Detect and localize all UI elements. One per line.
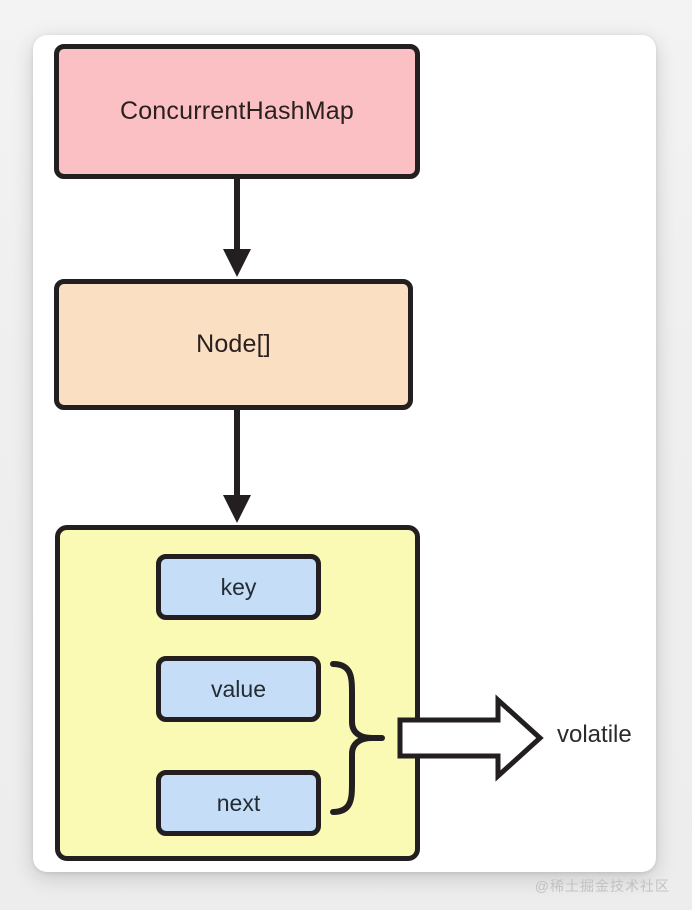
field-value: value xyxy=(156,656,321,722)
watermark: @稀土掘金技术社区 xyxy=(534,878,670,894)
field-key: key xyxy=(156,554,321,620)
node-concurrenthashmap-label: ConcurrentHashMap xyxy=(119,97,355,125)
field-next: next xyxy=(156,770,321,836)
field-key-label: key xyxy=(220,573,257,600)
node-concurrenthashmap: ConcurrentHashMap xyxy=(54,44,420,179)
field-value-label: value xyxy=(211,675,266,702)
node-node-array: Node[] xyxy=(54,279,413,410)
annotation-volatile: volatile xyxy=(557,721,632,748)
node-node-array-label: Node[] xyxy=(196,330,271,358)
field-next-label: next xyxy=(216,789,261,816)
